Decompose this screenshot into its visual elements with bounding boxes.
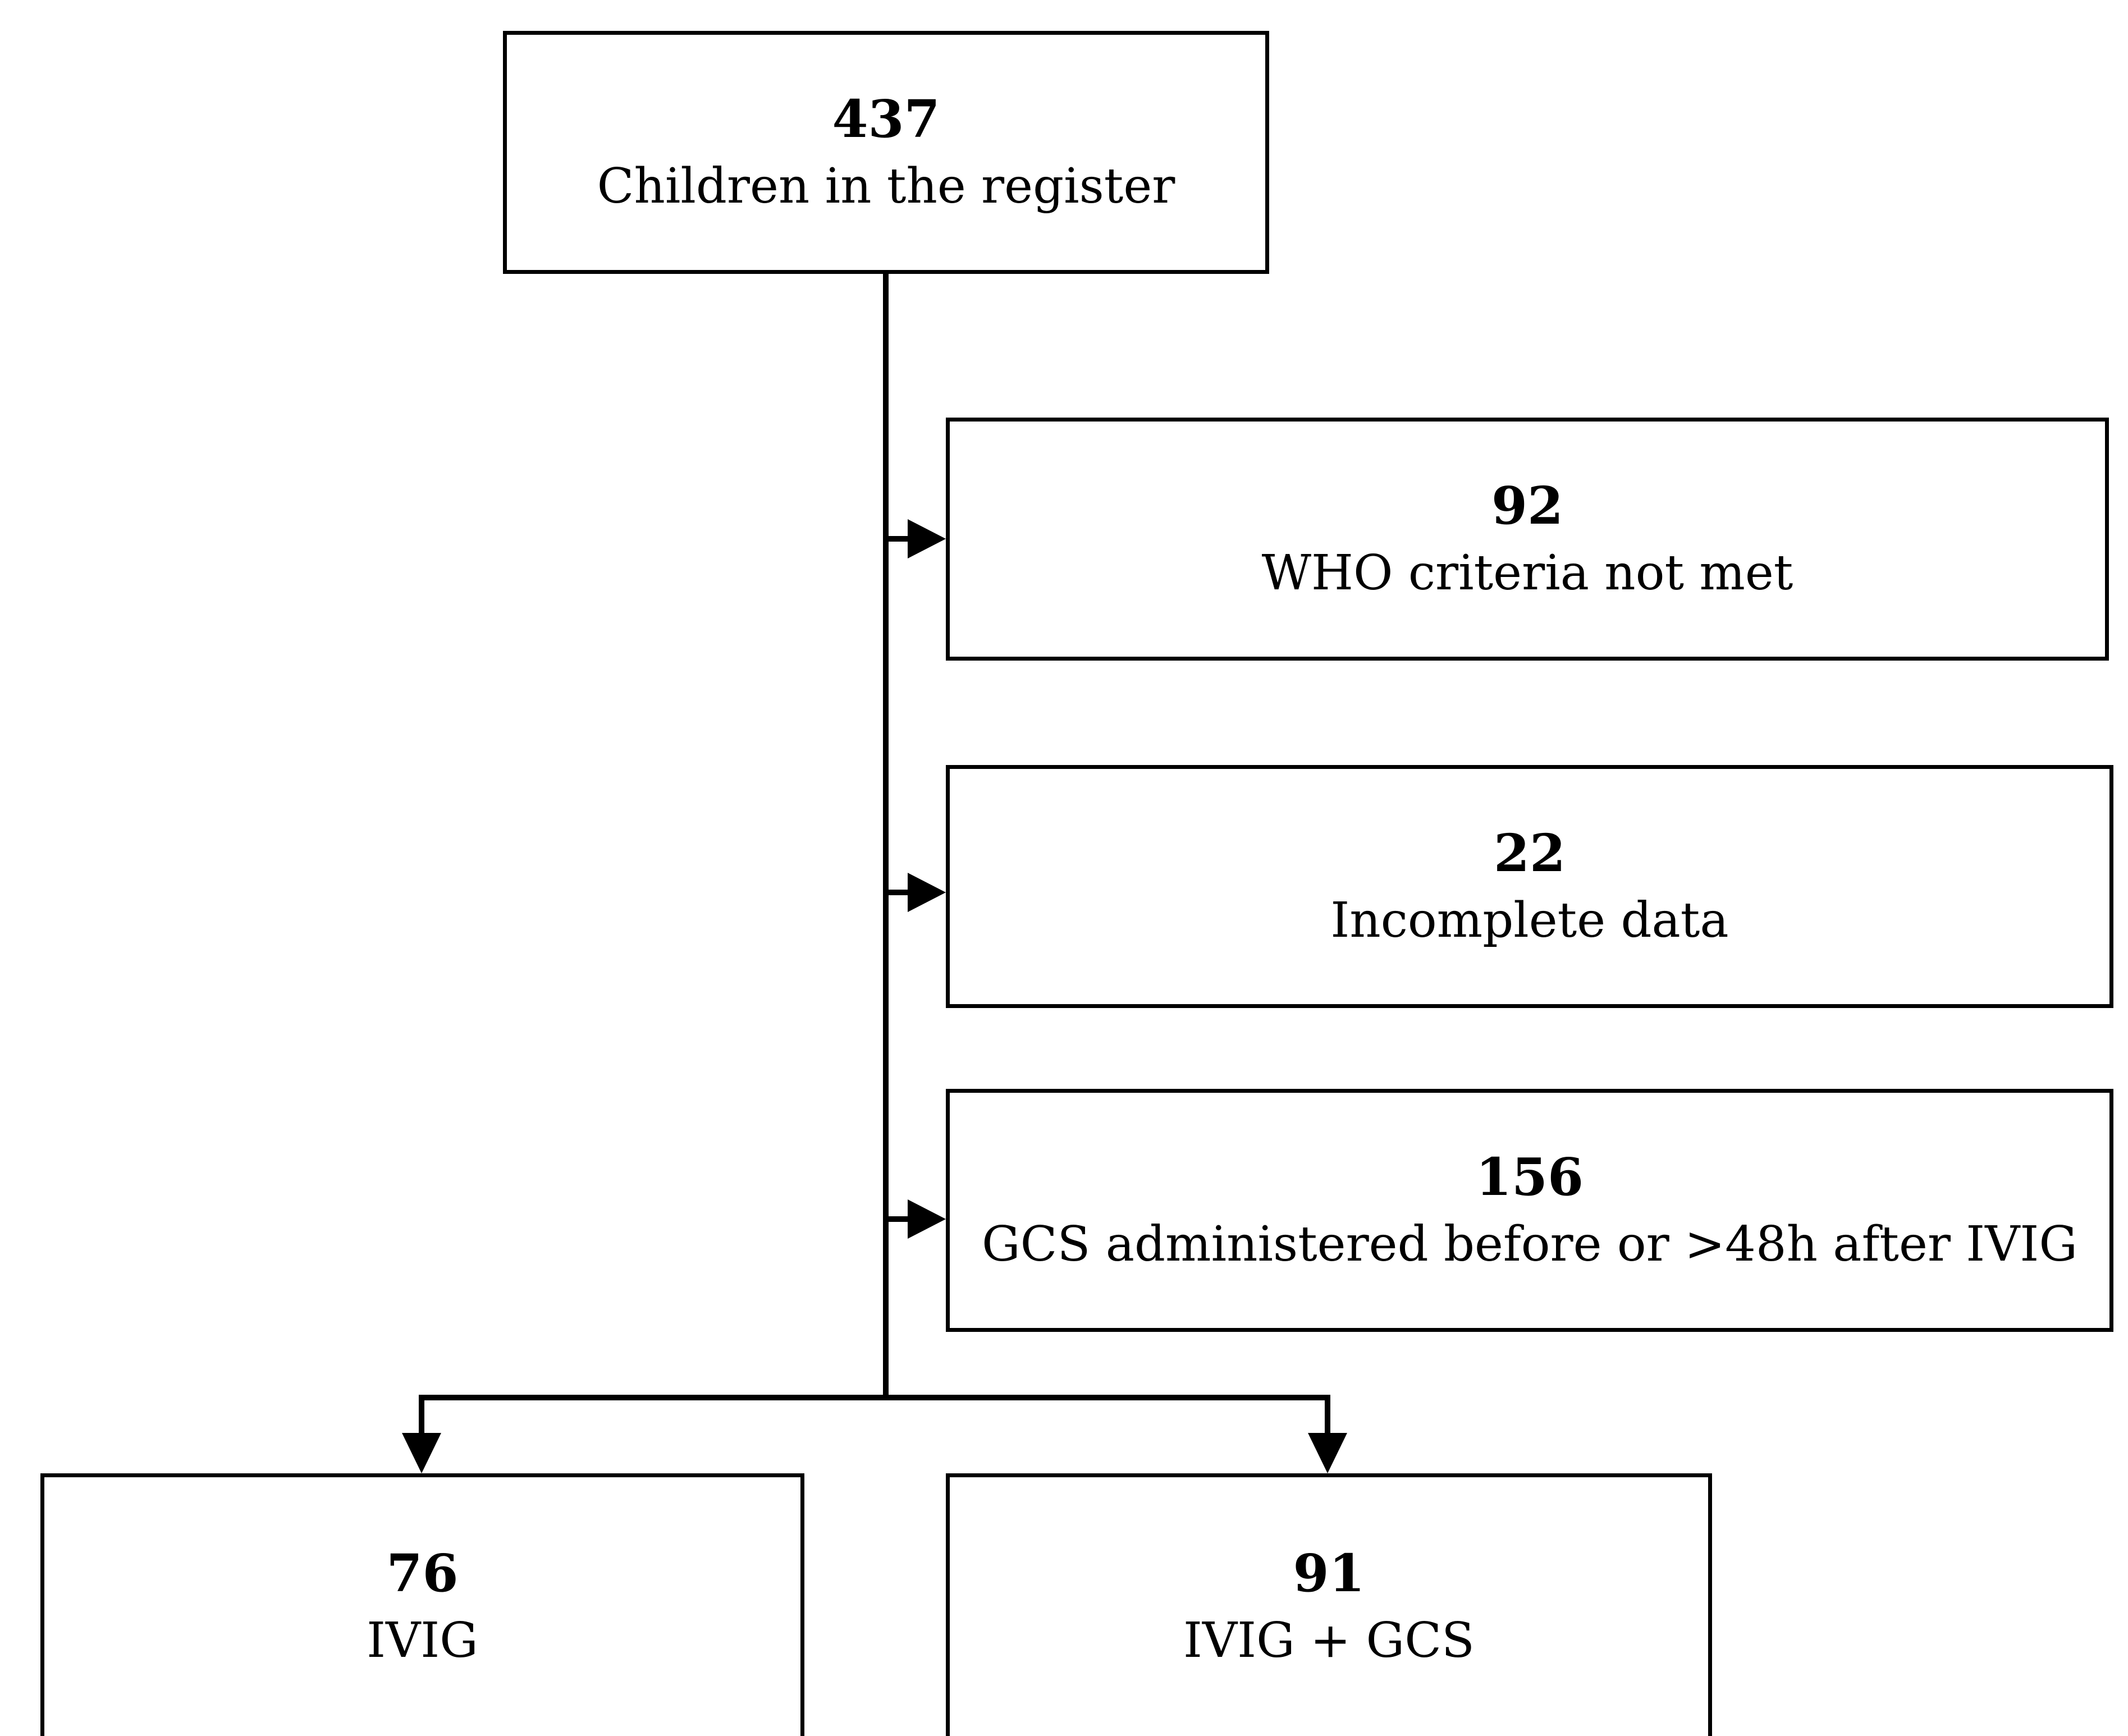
register-label: Children in the register bbox=[597, 158, 1175, 214]
exclusion-count: 156 bbox=[1475, 1146, 1584, 1207]
register-count: 437 bbox=[832, 88, 940, 149]
group-box-ivig: 76 IVIG bbox=[40, 1473, 804, 1736]
exclusion-label: GCS administered before or >48h after IV… bbox=[981, 1216, 2078, 1272]
exclusion-label: WHO criteria not met bbox=[1261, 544, 1793, 601]
register-box: 437 Children in the register bbox=[503, 31, 1269, 274]
arrow-right-icon bbox=[908, 873, 946, 912]
group-label: IVIG bbox=[367, 1612, 478, 1669]
group-count: 91 bbox=[1293, 1542, 1365, 1604]
exclusion-label: Incomplete data bbox=[1330, 892, 1729, 949]
group-count: 76 bbox=[386, 1542, 459, 1604]
arrow-down-icon bbox=[1308, 1433, 1347, 1473]
arrow-right-icon bbox=[908, 1199, 946, 1239]
arrow-right-icon bbox=[908, 519, 946, 558]
group-label: IVIG + GCS bbox=[1183, 1612, 1475, 1669]
exclusion-box-gcs-timing: 156 GCS administered before or >48h afte… bbox=[946, 1089, 2113, 1332]
exclusion-count: 22 bbox=[1493, 822, 1566, 883]
exclusion-count: 92 bbox=[1491, 475, 1564, 536]
exclusion-box-incomplete: 22 Incomplete data bbox=[946, 765, 2113, 1008]
arrow-down-icon bbox=[402, 1433, 441, 1473]
exclusion-box-who: 92 WHO criteria not met bbox=[946, 418, 2109, 661]
group-box-ivig-gcs: 91 IVIG + GCS bbox=[946, 1473, 1712, 1736]
